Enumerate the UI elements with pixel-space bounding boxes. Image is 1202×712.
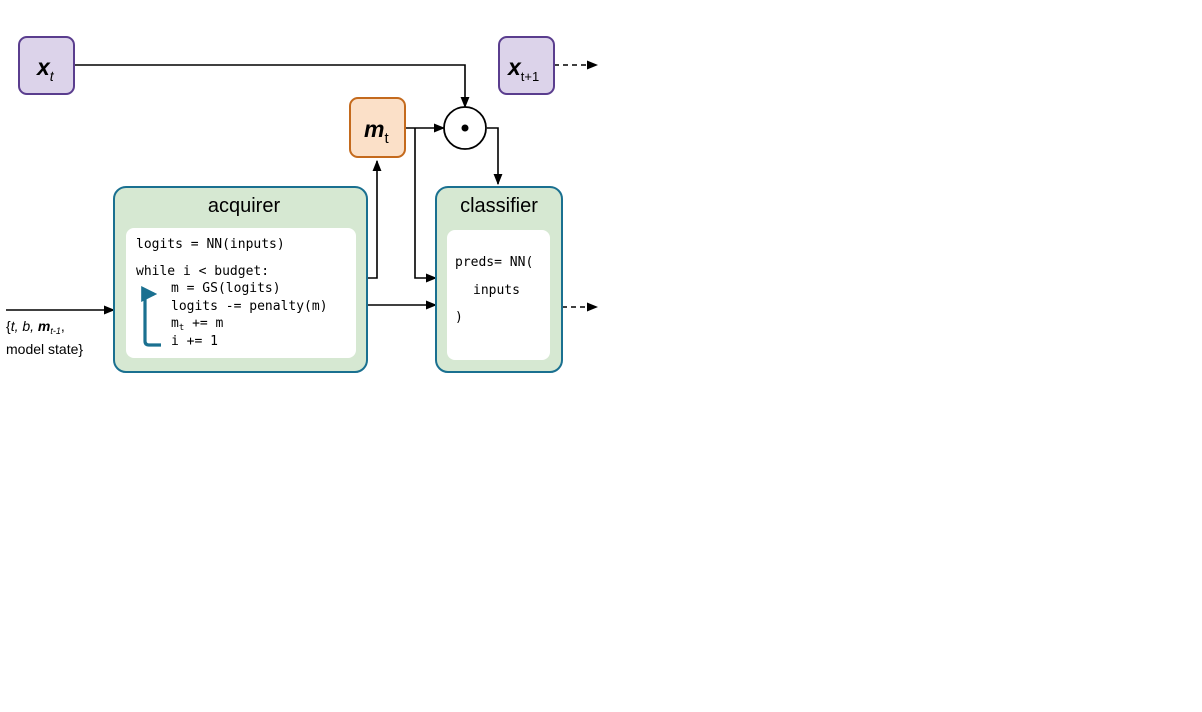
m-t-to-classifier-arrow [414, 128, 438, 283]
x-t-to-product-arrow [74, 64, 470, 109]
state-t: t, [11, 318, 19, 334]
acquirer-code-line-5-rest: += m [184, 316, 223, 331]
elementwise-product-node [443, 106, 487, 150]
acquirer-code-line-2: while i < budget: [136, 264, 269, 279]
acquirer-to-m-t-arrow [367, 159, 382, 279]
acquirer-code-panel [126, 228, 356, 358]
state-m: m [34, 318, 50, 334]
x-t-symbol: x [35, 54, 51, 80]
state-comma: , [61, 318, 65, 334]
x-t1-subscript: t+1 [521, 69, 539, 84]
state-input-line-2: model state} [6, 341, 83, 357]
x-t1-symbol: x [506, 54, 522, 80]
svg-text:xt+1: xt+1 [506, 54, 539, 84]
acquirer-module: acquirer logits = NN(inputs) while i < b… [113, 186, 368, 373]
svg-text:xt: xt [35, 54, 55, 84]
acquirer-code-line-3: m = GS(logits) [171, 281, 281, 296]
acquirer-code-line-6: i += 1 [171, 334, 218, 349]
classifier-code-line-2: inputs [473, 283, 520, 298]
acquirer-code-line-1: logits = NN(inputs) [136, 237, 285, 252]
connectors [6, 60, 599, 315]
svg-text:mt: mt [364, 116, 389, 147]
classifier-code-panel [447, 230, 550, 360]
classifier-module: classifier preds= NN( inputs ) [435, 186, 563, 373]
m-t-symbol: m [364, 116, 384, 142]
product-to-classifier-arrow [487, 127, 503, 186]
m-t-node: mt [349, 97, 406, 158]
acquirer-title: acquirer [208, 195, 281, 217]
state-m-subscript: t-1 [50, 326, 61, 336]
classifier-code-line-3: ) [455, 310, 463, 325]
m-t-subscript: t [384, 130, 389, 147]
classifier-title: classifier [460, 195, 538, 217]
acquirer-code-line-5-var: m [171, 316, 179, 331]
classifier-code-line-1: preds= NN( [455, 255, 533, 270]
x-t-node: xt [18, 36, 75, 95]
state-input-line-1: {t, b, mt-1, [6, 318, 65, 336]
state-b: b, [18, 318, 34, 334]
loop-arrow-icon [141, 286, 161, 347]
acquirer-code-line-5-sub: t [179, 323, 184, 333]
product-dot [461, 124, 469, 132]
x-t-subscript: t [50, 68, 55, 84]
acquirer-code-line-4: logits -= penalty(m) [171, 299, 328, 314]
acquirer-code-line-5: mt += m [171, 316, 224, 333]
x-t1-node: xt+1 [498, 36, 555, 95]
state-input-label: {t, b, mt-1, model state} [6, 318, 83, 357]
state-open-brace: { [6, 318, 11, 334]
